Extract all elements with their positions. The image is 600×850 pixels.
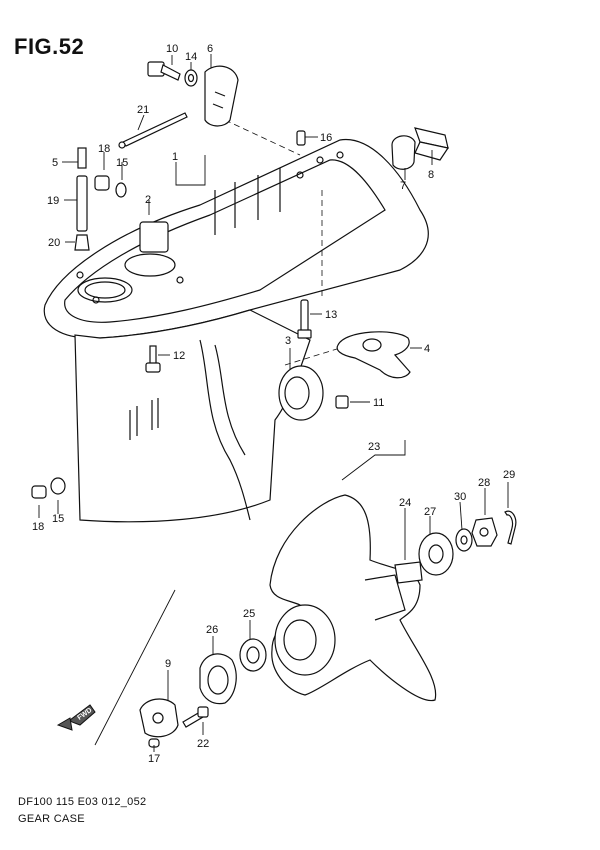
callout-29: 29 <box>503 469 515 481</box>
callout-4: 4 <box>424 343 430 355</box>
callout-26: 26 <box>206 624 218 636</box>
part-12-bolt[interactable] <box>145 345 161 373</box>
callout-14: 14 <box>185 51 197 63</box>
part-25-spacer[interactable] <box>239 638 267 672</box>
part-8-bracket[interactable] <box>414 127 449 161</box>
part-13-bolt[interactable] <box>297 299 312 339</box>
part-14-washer[interactable] <box>184 69 198 87</box>
footer-figure-code: DF100 115 E03 012_052 <box>18 796 147 808</box>
part-5-grommet[interactable] <box>77 147 87 169</box>
callout-15b: 15 <box>52 513 64 525</box>
callout-9: 9 <box>165 658 171 670</box>
callout-24: 24 <box>399 497 411 509</box>
callout-7: 7 <box>400 180 406 192</box>
part-27-washer[interactable] <box>418 532 454 576</box>
callout-15a: 15 <box>116 157 128 169</box>
callout-19: 19 <box>47 195 59 207</box>
callout-25: 25 <box>243 608 255 620</box>
part-26-cover[interactable] <box>199 653 237 705</box>
callout-labels: 10 14 6 21 1 2 5 18 15 19 20 16 7 8 13 1… <box>32 43 515 765</box>
callout-28: 28 <box>478 477 490 489</box>
callout-23: 23 <box>368 441 380 453</box>
callout-21: 21 <box>137 104 149 116</box>
part-24-thrust-hub[interactable] <box>394 561 423 584</box>
callout-1: 1 <box>172 151 178 163</box>
part-6-trim-tab-cover[interactable] <box>204 65 239 127</box>
callout-20: 20 <box>48 237 60 249</box>
part-9-clamp[interactable] <box>139 698 179 738</box>
part-28-propeller-nut[interactable] <box>471 517 498 547</box>
part-15-gasket-lower[interactable] <box>50 477 66 495</box>
callout-6: 6 <box>207 43 213 55</box>
callout-27: 27 <box>424 506 436 518</box>
part-22-bolt[interactable] <box>182 706 209 728</box>
callout-11: 11 <box>373 397 384 409</box>
callout-16: 16 <box>320 132 332 144</box>
leader-lines <box>38 54 509 752</box>
callout-22: 22 <box>197 738 209 750</box>
callout-12: 12 <box>173 350 185 362</box>
part-30-washer[interactable] <box>455 528 473 552</box>
callout-8: 8 <box>428 169 434 181</box>
part-19-water-tube[interactable] <box>76 175 88 232</box>
callout-18b: 18 <box>32 521 44 533</box>
part-23-propeller[interactable] <box>269 494 437 702</box>
figure-title: FIG.52 <box>14 34 85 59</box>
part-18-plug-lower[interactable] <box>31 485 47 499</box>
callout-13: 13 <box>325 309 337 321</box>
part-20-nipple[interactable] <box>74 234 90 251</box>
part-15-gasket-upper[interactable] <box>115 182 127 198</box>
callout-18a: 18 <box>98 143 110 155</box>
part-4-trim-tab[interactable] <box>336 331 411 379</box>
part-29-cotter-pin[interactable] <box>504 510 517 545</box>
fwd-direction-icon: FWD <box>56 704 96 731</box>
part-21-strap[interactable] <box>118 112 188 149</box>
part-11-nut[interactable] <box>335 395 349 409</box>
part-10-bolt[interactable] <box>147 61 181 81</box>
callout-30: 30 <box>454 491 466 503</box>
footer-section-name: GEAR CASE <box>18 813 85 825</box>
part-3-oil-seal[interactable] <box>278 365 324 421</box>
part-7-anode[interactable] <box>391 135 416 170</box>
callout-10: 10 <box>166 43 178 55</box>
part-16-dowel-pin[interactable] <box>296 130 306 146</box>
callout-3: 3 <box>285 335 291 347</box>
part-18-plug-upper[interactable] <box>94 175 110 191</box>
callout-5: 5 <box>52 157 58 169</box>
gear-case-housing[interactable] <box>43 138 429 523</box>
callout-17: 17 <box>148 753 160 765</box>
callout-2: 2 <box>145 194 151 206</box>
